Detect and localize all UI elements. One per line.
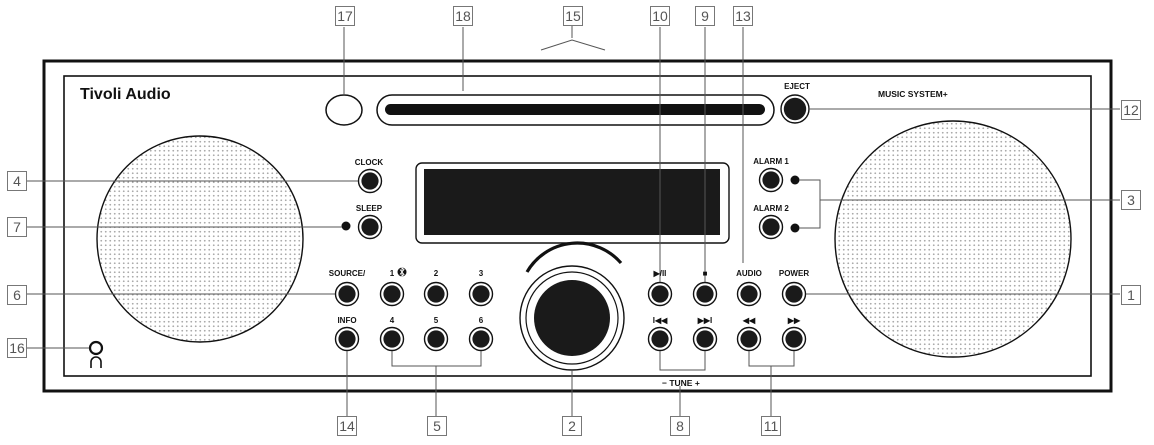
volume-tune-knob[interactable] bbox=[534, 280, 610, 356]
power-label: POWER bbox=[779, 269, 809, 278]
callout-9: 9 bbox=[695, 6, 715, 26]
clock-label: CLOCK bbox=[355, 158, 384, 167]
callout-1: 1 bbox=[1121, 285, 1141, 305]
source-button[interactable] bbox=[334, 281, 360, 307]
callout-11: 11 bbox=[761, 416, 781, 436]
preset-1-label: 1 bbox=[390, 269, 395, 278]
tune-up-label: ▶▶I bbox=[697, 316, 713, 325]
stop-button[interactable] bbox=[692, 281, 718, 307]
alarm-2-button[interactable] bbox=[758, 214, 784, 240]
preset-2-label: 2 bbox=[434, 269, 439, 278]
stop-label: ■ bbox=[703, 269, 708, 278]
callout-5: 5 bbox=[427, 416, 447, 436]
preset-3-button[interactable] bbox=[468, 281, 494, 307]
callout-4: 4 bbox=[7, 171, 27, 191]
audio-button[interactable] bbox=[736, 281, 762, 307]
audio-label: AUDIO bbox=[736, 269, 762, 278]
button-label-group: CLOCK SLEEP SOURCE/ INFO 1 2 3 4 5 6 ▶/I… bbox=[329, 82, 810, 325]
right-speaker-grille bbox=[834, 120, 1072, 358]
rewind-label: ◀◀ bbox=[742, 316, 756, 325]
callout-16: 16 bbox=[7, 338, 27, 358]
callout-8: 8 bbox=[670, 416, 690, 436]
play-pause-label: ▶/II bbox=[653, 269, 667, 278]
callout-3: 3 bbox=[1121, 190, 1141, 210]
brand-logo-text: Tivoli Audio bbox=[80, 86, 171, 103]
bluetooth-icon-glyph bbox=[399, 267, 405, 277]
forward-button[interactable] bbox=[781, 326, 807, 352]
preset-4-button[interactable] bbox=[379, 326, 405, 352]
alarm-1-led bbox=[790, 175, 800, 185]
source-label: SOURCE/ bbox=[329, 269, 366, 278]
tune-down-label: I◀◀ bbox=[653, 316, 668, 325]
headphone-jack[interactable] bbox=[88, 340, 104, 356]
callout-10: 10 bbox=[650, 6, 670, 26]
sleep-button[interactable] bbox=[357, 214, 383, 240]
tune-up-button[interactable] bbox=[692, 326, 718, 352]
callout-15: 15 bbox=[563, 6, 583, 26]
model-name: MUSIC SYSTEM+ bbox=[878, 89, 948, 99]
preset-6-button[interactable] bbox=[468, 326, 494, 352]
sleep-label: SLEEP bbox=[356, 204, 383, 213]
preset-5-button[interactable] bbox=[423, 326, 449, 352]
tune-down-button[interactable] bbox=[647, 326, 673, 352]
forward-label: ▶▶ bbox=[787, 316, 801, 325]
callout-7: 7 bbox=[7, 217, 27, 237]
power-button[interactable] bbox=[781, 281, 807, 307]
alarm-2-label: ALARM 2 bbox=[753, 204, 789, 213]
callout-2: 2 bbox=[562, 416, 582, 436]
callout-6: 6 bbox=[7, 285, 27, 305]
sleep-indicator-led bbox=[341, 221, 351, 231]
preset-3-label: 3 bbox=[479, 269, 484, 278]
left-speaker-grille bbox=[96, 135, 304, 343]
info-button[interactable] bbox=[334, 326, 360, 352]
alarm-1-label: ALARM 1 bbox=[753, 157, 789, 166]
knob-arc-indicator bbox=[525, 241, 623, 273]
callout-14: 14 bbox=[337, 416, 357, 436]
alarm-1-button[interactable] bbox=[758, 167, 784, 193]
preset-4-label: 4 bbox=[390, 316, 395, 325]
info-label: INFO bbox=[337, 316, 356, 325]
display-screen bbox=[424, 169, 720, 235]
callout-13: 13 bbox=[733, 6, 753, 26]
callout-18: 18 bbox=[453, 6, 473, 26]
remote-sensor bbox=[325, 94, 363, 126]
callout-12: 12 bbox=[1121, 100, 1141, 120]
eject-button[interactable] bbox=[783, 97, 807, 121]
headphone-icon bbox=[90, 356, 102, 368]
tune-label: − TUNE + bbox=[662, 378, 700, 388]
preset-2-button[interactable] bbox=[423, 281, 449, 307]
play-pause-button[interactable] bbox=[647, 281, 673, 307]
cd-slot[interactable] bbox=[385, 104, 765, 115]
alarm-2-led bbox=[790, 223, 800, 233]
preset-6-label: 6 bbox=[479, 316, 484, 325]
preset-1-button[interactable] bbox=[379, 281, 405, 307]
clock-button[interactable] bbox=[357, 168, 383, 194]
leader-lines bbox=[27, 25, 1120, 416]
callout-17: 17 bbox=[335, 6, 355, 26]
rewind-button[interactable] bbox=[736, 326, 762, 352]
preset-5-label: 5 bbox=[434, 316, 439, 325]
eject-label: EJECT bbox=[784, 82, 810, 91]
